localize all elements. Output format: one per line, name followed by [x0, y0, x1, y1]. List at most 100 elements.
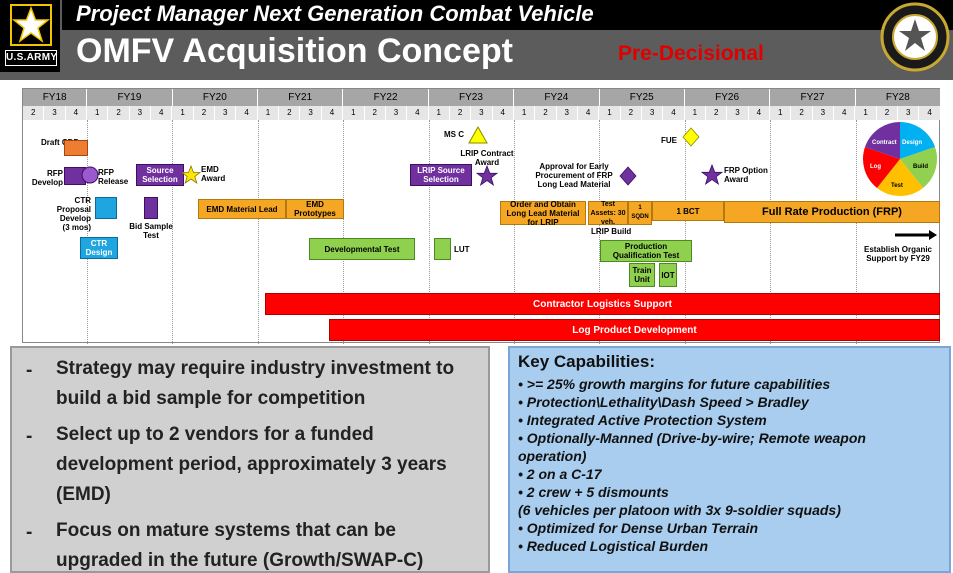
fiscal-year-header: FY25 — [599, 89, 685, 106]
quarter-cell: 2 — [279, 106, 301, 120]
source-selection-bar: Source Selection — [136, 164, 184, 186]
quarter-cell: 3 — [385, 106, 408, 120]
production-qualification-test-bar: Production Qualification Test — [600, 240, 692, 262]
bid-sample-label: Bid Sample Test — [129, 222, 173, 240]
quarter-cell: 2 — [706, 106, 728, 120]
quarter-cell: 1 — [770, 106, 792, 120]
iot-bar: IOT — [659, 263, 677, 287]
cycle-build-label: Build — [913, 164, 928, 170]
organic-support-label: Establish Organic Support by FY29 — [863, 245, 933, 263]
capability-item: operation) — [518, 448, 587, 464]
quarter-cell: 3 — [471, 106, 493, 120]
log-product-development-bar: Log Product Development — [329, 319, 940, 341]
quarter-cell: 1 — [855, 106, 877, 120]
fue-diamond-icon — [682, 127, 700, 147]
ngcv-seal-icon — [880, 2, 950, 72]
fiscal-year-gridline — [770, 120, 772, 344]
quarter-cell: 1 — [684, 106, 706, 120]
fiscal-year-gridline — [172, 120, 174, 344]
fue-label: FUE — [661, 136, 677, 145]
quarter-cell: 1 — [343, 106, 365, 120]
quarter-cell: 4 — [663, 106, 685, 120]
pre-decisional-label: Pre-Decisional — [618, 42, 764, 65]
capability-item: • >= 25% growth margins for future capab… — [518, 376, 831, 392]
quarter-cell: 2 — [108, 106, 130, 120]
strategy-bullet-dash: - — [26, 426, 33, 447]
header-subtitle: Project Manager Next Generation Combat V… — [76, 1, 594, 26]
capability-item: • Integrated Active Protection System — [518, 412, 767, 428]
cycle-design-label: Design — [902, 140, 923, 146]
quarter-cell: 3 — [641, 106, 664, 120]
quarter-cell: 2 — [23, 106, 45, 120]
fiscal-year-gridline — [514, 120, 516, 344]
organic-support-arrow-icon — [895, 230, 937, 240]
lut-label: LUT — [454, 245, 470, 254]
capability-item: (6 vehicles per platoon with 3x 9-soldie… — [518, 502, 841, 518]
quarter-cell: 3 — [812, 106, 835, 120]
fiscal-year-gridline — [87, 120, 89, 344]
key-capabilities-list: • >= 25% growth margins for future capab… — [518, 375, 948, 555]
fiscal-year-gridline — [684, 120, 686, 344]
quarter-cell: 2 — [876, 106, 899, 120]
fiscal-year-header: FY21 — [258, 89, 344, 106]
quarter-cell: 4 — [577, 106, 600, 120]
quarter-cell: 2 — [364, 106, 386, 120]
page-title: OMFV Acquisition Concept — [76, 32, 513, 70]
quarter-cell: 2 — [449, 106, 472, 120]
quarter-cell: 1 — [428, 106, 450, 120]
emd-award-star-icon — [181, 165, 201, 184]
strategy-bullet-dash: - — [26, 360, 33, 381]
fiscal-year-header: FY23 — [428, 89, 515, 106]
rfp-release-milestone-icon — [81, 166, 99, 184]
test-assets-bar: Test Assets: 30 veh. — [588, 201, 628, 226]
contractor-logistics-support-bar: Contractor Logistics Support — [265, 293, 940, 315]
fiscal-year-header: FY20 — [172, 89, 259, 106]
capability-item: • Reduced Logistical Burden — [518, 538, 709, 554]
one-bct-bar: 1 BCT — [652, 201, 724, 221]
fiscal-year-header: FY24 — [514, 89, 600, 106]
quarter-cell: 3 — [129, 106, 152, 120]
fiscal-year-gridline — [257, 120, 259, 344]
strategy-bullet-2: Select up to 2 vendors for a funded deve… — [56, 424, 447, 505]
rfp-develop-label: RFP Develop — [31, 169, 63, 187]
quarter-cell: 4 — [919, 106, 941, 120]
capability-item: • 2 on a C-17 — [518, 466, 602, 482]
quarter-cell: 3 — [215, 106, 237, 120]
full-rate-production-bar: Full Rate Production (FRP) — [724, 201, 940, 223]
quarter-cell: 4 — [236, 106, 258, 120]
quarter-cell: 1 — [513, 106, 536, 120]
approval-early-procurement-label: Approval for Early Procurement of FRP Lo… — [535, 162, 613, 189]
army-logo: U.S.ARMY — [0, 0, 62, 72]
army-logo-text: U.S.ARMY — [5, 50, 57, 66]
fiscal-year-header: FY28 — [855, 89, 942, 106]
frp-option-award-label: FRP Option Award — [724, 166, 768, 184]
header-top-bar — [0, 0, 953, 30]
cycle-test-label: Test — [891, 183, 903, 189]
lut-bar — [434, 238, 451, 260]
quarter-cell: 2 — [791, 106, 813, 120]
lrip-build-label: LRIP Build — [591, 227, 632, 236]
quarter-cell: 4 — [151, 106, 173, 120]
quarter-cell: 4 — [407, 106, 429, 120]
emd-prototypes-bar: EMD Prototypes — [286, 199, 344, 219]
key-capabilities-title: Key Capabilities: — [518, 352, 655, 371]
fiscal-year-header: FY18 — [23, 89, 88, 106]
cycle-contract-label: Contract — [872, 140, 897, 146]
quarter-cell: 4 — [834, 106, 856, 120]
ctr-design-bar: CTR Design — [80, 237, 118, 259]
fiscal-year-gridline — [599, 120, 601, 344]
capability-item: • Protection\Lethality\Dash Speed > Brad… — [518, 394, 809, 410]
ms-c-label: MS C — [444, 130, 464, 139]
quarter-cell: 2 — [535, 106, 557, 120]
lrip-contract-award-label: LRIP Contract Award — [460, 149, 514, 167]
capability-item: • Optimized for Dense Urban Terrain — [518, 520, 759, 536]
approval-diamond-icon — [619, 166, 637, 186]
ms-c-triangle-icon — [468, 126, 488, 144]
quarter-cell: 1 — [172, 106, 194, 120]
draft-cdd-label: Draft CDD — [41, 138, 80, 147]
fiscal-year-gridline — [428, 120, 430, 344]
fiscal-year-gridline — [343, 120, 345, 344]
strategy-bullet-3: Focus on mature systems that can be upgr… — [56, 520, 424, 571]
